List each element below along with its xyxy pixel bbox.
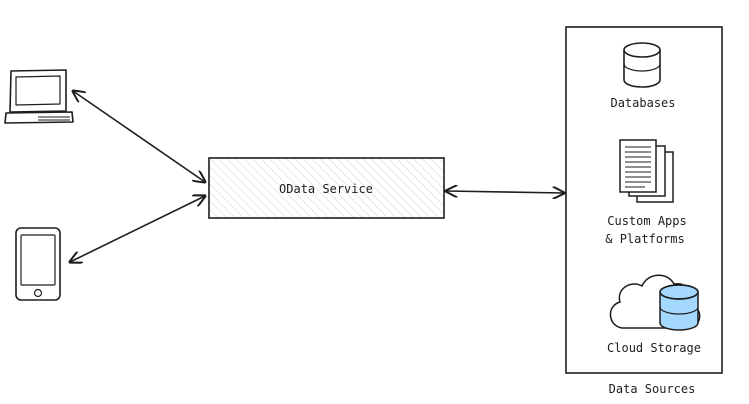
custom-apps-label-line2: & Platforms: [605, 232, 684, 246]
data-sources-label: Data Sources: [609, 382, 696, 396]
cloud-database-icon: [609, 274, 701, 331]
mobile-service-arrow: [70, 196, 205, 262]
desktop-service-arrow: [73, 91, 205, 182]
odata-service-box: OData Service: [208, 157, 445, 219]
service-datasources-arrow: [446, 191, 564, 193]
data-sources-container: [565, 26, 723, 374]
databases-label: Databases: [610, 96, 675, 110]
cloud-storage-label: Cloud Storage: [607, 341, 701, 355]
mobile-phone-icon: [15, 227, 61, 301]
documents-icon: [619, 139, 674, 203]
desktop-computer-icon: [4, 69, 74, 124]
custom-apps-label-line1: Custom Apps: [607, 214, 686, 228]
odata-service-label: OData Service: [279, 182, 373, 196]
database-icon: [623, 42, 661, 88]
